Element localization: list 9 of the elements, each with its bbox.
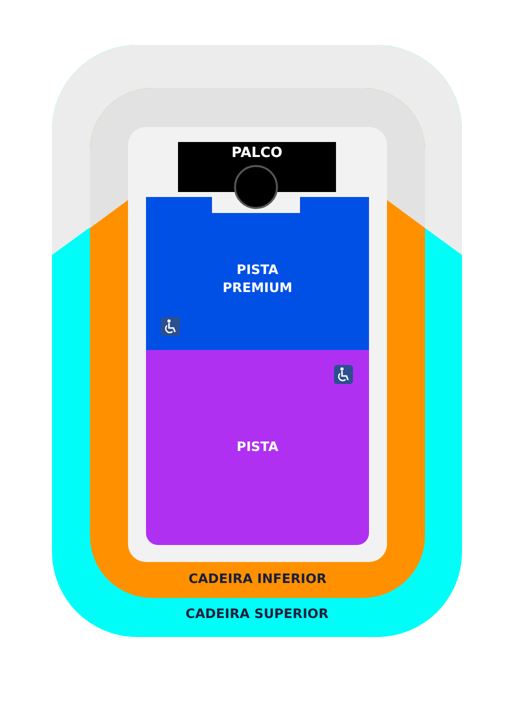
section-label: PISTA [236, 440, 278, 455]
premium-floor-section [146, 197, 369, 350]
upper-seating-section [52, 45, 462, 637]
section-label: PALCO [232, 145, 282, 161]
section-label: CADEIRA INFERIOR [188, 572, 327, 587]
floor-section [146, 350, 369, 545]
section-label: PISTA PREMIUM [222, 262, 294, 298]
section-label: CADEIRA SUPERIOR [186, 607, 328, 622]
lower-seating-section [90, 88, 425, 598]
